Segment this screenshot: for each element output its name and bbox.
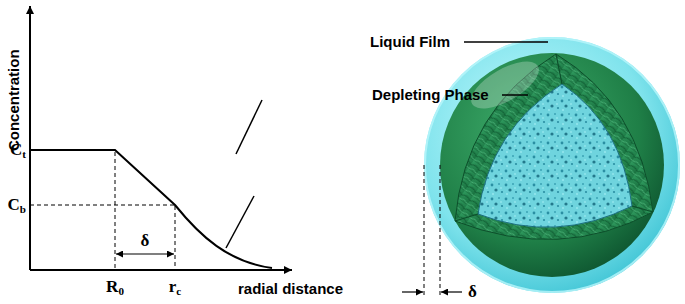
y-axis [29, 6, 31, 270]
axis-tick-label: rc [169, 278, 181, 297]
dimension-label: δ [141, 232, 150, 251]
guide-line [30, 205, 175, 206]
leader-line [502, 94, 528, 96]
subscript: c [176, 284, 181, 296]
callout-label: Liquid Film [370, 34, 450, 51]
callout-label: Depleting Phase [372, 87, 489, 104]
liquid-film-sphere [424, 37, 680, 293]
cut-edge [632, 206, 653, 212]
x-axis [30, 269, 292, 271]
subscript: 0 [118, 284, 124, 296]
axis-tick-label: Ct [10, 141, 26, 160]
axis-tick-label: R0 [106, 278, 124, 297]
film-rim [425, 38, 679, 292]
cut-edge [455, 214, 478, 221]
dimension-arrow [116, 253, 174, 254]
core-region [478, 84, 632, 227]
dimension-arrow [441, 291, 462, 292]
guide-line [115, 152, 116, 270]
leader-line [236, 100, 262, 154]
guide-line [440, 165, 441, 297]
leader-line [226, 196, 254, 248]
leader-line [464, 41, 548, 43]
guide-line [424, 165, 425, 297]
dimension-arrow [402, 291, 423, 292]
cut-edge [556, 54, 562, 84]
axis-title: Concentration [6, 49, 23, 151]
concentration-profile [30, 150, 272, 268]
axis-title: radial distance [238, 281, 343, 298]
axis-tick-label: Cb [8, 196, 26, 215]
subscript: t [22, 147, 26, 159]
subscript: b [20, 202, 26, 214]
dimension-label: δ [468, 283, 477, 302]
guide-line [175, 206, 176, 270]
film-highlight [464, 52, 546, 118]
